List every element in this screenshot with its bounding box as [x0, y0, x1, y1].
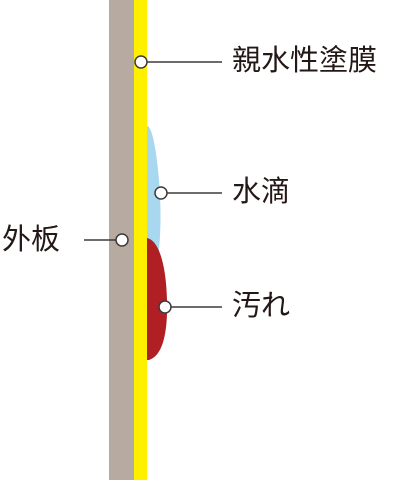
water-droplet-label: 水滴: [232, 174, 290, 208]
dirt-label: 汚れ: [232, 288, 290, 322]
outer-panel-label: 外板: [2, 222, 60, 256]
outer-panel-pointer-dot: [115, 233, 129, 247]
water-droplet-pointer-dot: [154, 186, 168, 200]
dirt-pointer-dot: [158, 300, 172, 314]
hydrophilic-coating-layer: [134, 0, 147, 480]
coating-pointer-dot: [134, 55, 148, 69]
dirt-deposit: [147, 238, 168, 360]
coating-label: 親水性塗膜: [232, 43, 377, 77]
